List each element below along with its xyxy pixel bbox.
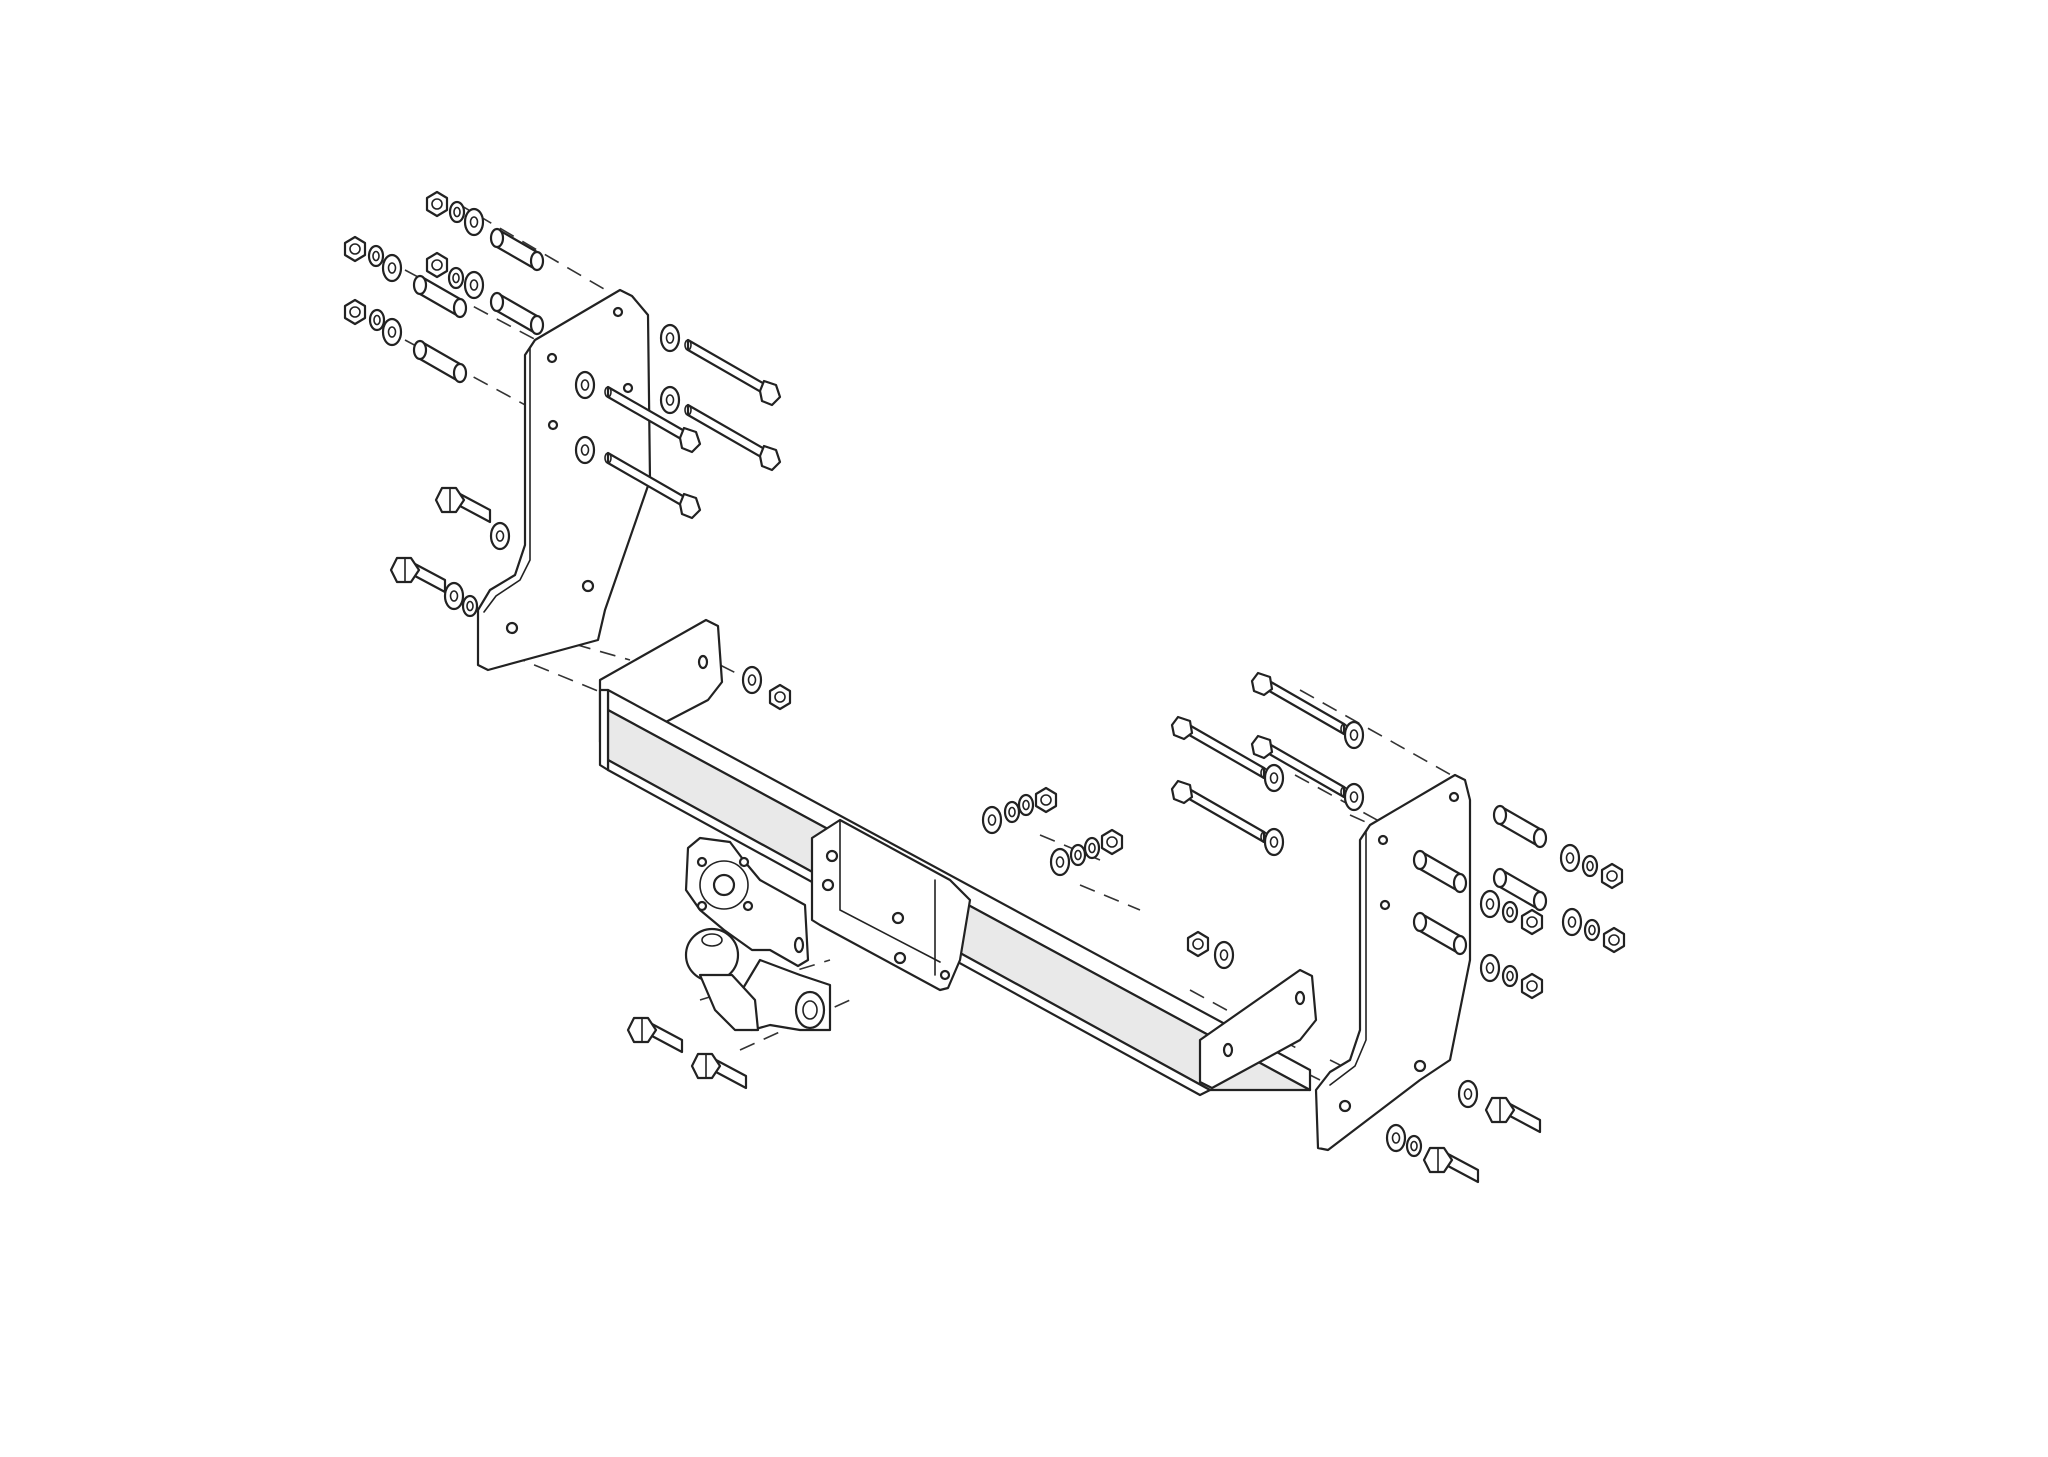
long-bolt-icon [683,403,782,472]
hex-nut-icon [1186,930,1210,958]
hex-nut-icon [1100,828,1124,856]
hex-nut-icon [1034,786,1058,814]
lock-washer-icon [1083,836,1101,860]
lock-washer-icon [1017,793,1035,817]
hex-nut-icon [343,235,367,263]
hex-nut-icon [425,190,449,218]
lock-washer-icon [1581,854,1599,878]
flat-washer-icon [1457,1079,1479,1109]
hex-nut-icon [1600,862,1624,890]
short-bolt-icon [434,486,492,524]
flat-washer-icon [574,435,596,465]
flat-washer-icon [1263,763,1285,793]
short-bolt-icon [690,1052,748,1090]
hex-nut-icon [768,683,792,711]
lock-washer-icon [1405,1134,1423,1158]
left-mounting-bracket [476,288,652,672]
flat-washer-icon [1263,827,1285,857]
flat-washer-icon [463,270,485,300]
flat-washer-icon [1559,843,1581,873]
hex-nut-icon [343,298,367,326]
flat-washer-icon [1343,720,1365,750]
lock-washer-icon [1003,800,1021,824]
flat-washer-icon [574,370,596,400]
flat-washer-icon [1479,953,1501,983]
hex-nut-icon [1520,972,1544,1000]
flat-washer-icon [1561,907,1583,937]
spacer-tube-icon [489,291,545,336]
flat-washer-icon [659,323,681,353]
tow-ball-assembly [684,836,832,1032]
short-bolt-icon [626,1016,684,1054]
spacer-tube-icon [1492,867,1548,912]
short-bolt-icon [1422,1146,1480,1184]
right-mounting-bracket [1314,773,1472,1152]
flat-washer-icon [1213,940,1235,970]
short-bolt-icon [389,556,447,594]
main-cross-bar [598,618,1318,1097]
lock-washer-icon [367,244,385,268]
flat-washer-icon [381,253,403,283]
hex-nut-icon [1520,908,1544,936]
spacer-tube-icon [412,339,468,384]
flat-washer-icon [981,805,1003,835]
flat-washer-icon [381,317,403,347]
long-bolt-icon [1170,779,1269,844]
long-bolt-icon [683,338,782,407]
flat-washer-icon [741,665,763,695]
lock-washer-icon [1583,918,1601,942]
long-bolt-icon [1250,734,1349,799]
lock-washer-icon [1501,964,1519,988]
flat-washer-icon [1479,889,1501,919]
flat-washer-icon [1343,782,1365,812]
lock-washer-icon [447,266,465,290]
flat-washer-icon [489,521,511,551]
flat-washer-icon [443,581,465,611]
lock-washer-icon [461,594,479,618]
lock-washer-icon [1069,843,1087,867]
spacer-tube-icon [1492,804,1548,849]
flat-washer-icon [463,207,485,237]
short-bolt-icon [1484,1096,1542,1134]
long-bolt-icon [1250,671,1349,736]
flat-washer-icon [659,385,681,415]
hex-nut-icon [425,251,449,279]
lock-washer-icon [1501,900,1519,924]
lock-washer-icon [368,308,386,332]
flat-washer-icon [1385,1123,1407,1153]
hex-nut-icon [1602,926,1626,954]
lock-washer-icon [448,200,466,224]
flat-washer-icon [1049,847,1071,877]
